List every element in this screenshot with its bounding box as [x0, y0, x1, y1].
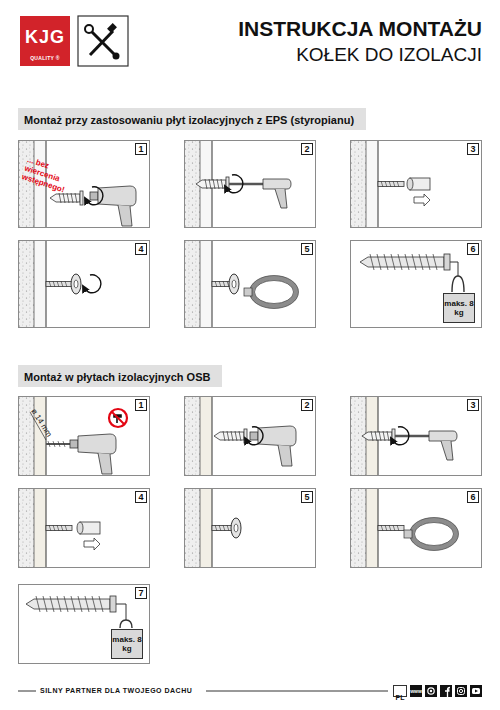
brand-logo: KJG QUALITY ® [20, 16, 70, 66]
step-panel: 2 [184, 140, 316, 228]
web-icon-text: www [410, 685, 422, 697]
step-panel: 6 maks. 8 kg [350, 240, 482, 328]
step-number: 1 [135, 399, 147, 411]
step-number: 5 [301, 243, 313, 255]
step-number: 3 [467, 143, 479, 155]
step-number: 4 [135, 243, 147, 255]
section-heading: Montaż w płytach izolacyjnych OSB [24, 371, 210, 383]
load-limit: maks. 8 kg [444, 294, 474, 317]
step-panel: 3 [350, 140, 482, 228]
load-limit: maks. 8 kg [112, 630, 142, 653]
step-panel: 5 [184, 240, 316, 328]
step-number: 3 [467, 399, 479, 411]
dimension-label: ø 14 mm [29, 407, 53, 439]
step-panel: 7 maks. 8 kg [18, 584, 150, 664]
warning-note: ... bez wiercenia wstępnego! [21, 155, 79, 197]
quality-mark: QUALITY ® [20, 55, 70, 61]
step-panel: 6 [350, 488, 482, 568]
product-subtitle: KOŁEK DO IZOLACJI [296, 44, 482, 66]
step-panel: 4 [18, 240, 150, 328]
step-number: 2 [301, 399, 313, 411]
step-number: 5 [301, 491, 313, 503]
section-heading: Montaż przy zastosowaniu płyt izolacyjny… [24, 114, 354, 126]
step-panel: 4 [18, 488, 150, 568]
footer-slogan: SILNY PARTNER DLA TWOJEGO DACHU [40, 687, 192, 694]
step-number: 4 [135, 491, 147, 503]
language-code: PL [396, 694, 405, 701]
weight-box: maks. 8 kg [111, 629, 143, 659]
section-band: Montaż przy zastosowaniu płyt izolacyjny… [18, 108, 366, 130]
step-panel: 2 [184, 396, 316, 476]
page-title: INSTRUKCJA MONTAŻU [238, 17, 482, 41]
section-band: Montaż w płytach izolacyjnych OSB [18, 365, 222, 387]
language-box: PL [393, 685, 407, 697]
weight-box: maks. 8 kg [443, 293, 475, 323]
step-number: 2 [301, 143, 313, 155]
step-panel: 5 [184, 488, 316, 568]
step-number: 6 [467, 243, 479, 255]
brand-name: KJG [20, 27, 70, 48]
step-panel: 3 [350, 396, 482, 476]
step-number: 1 [135, 143, 147, 155]
step-number: 6 [467, 491, 479, 503]
step-number: 7 [135, 587, 147, 599]
step-panel: 1 ... bez wiercenia wstępnego! [18, 140, 150, 228]
step-panel: 1 ø 14 mm [18, 396, 150, 476]
